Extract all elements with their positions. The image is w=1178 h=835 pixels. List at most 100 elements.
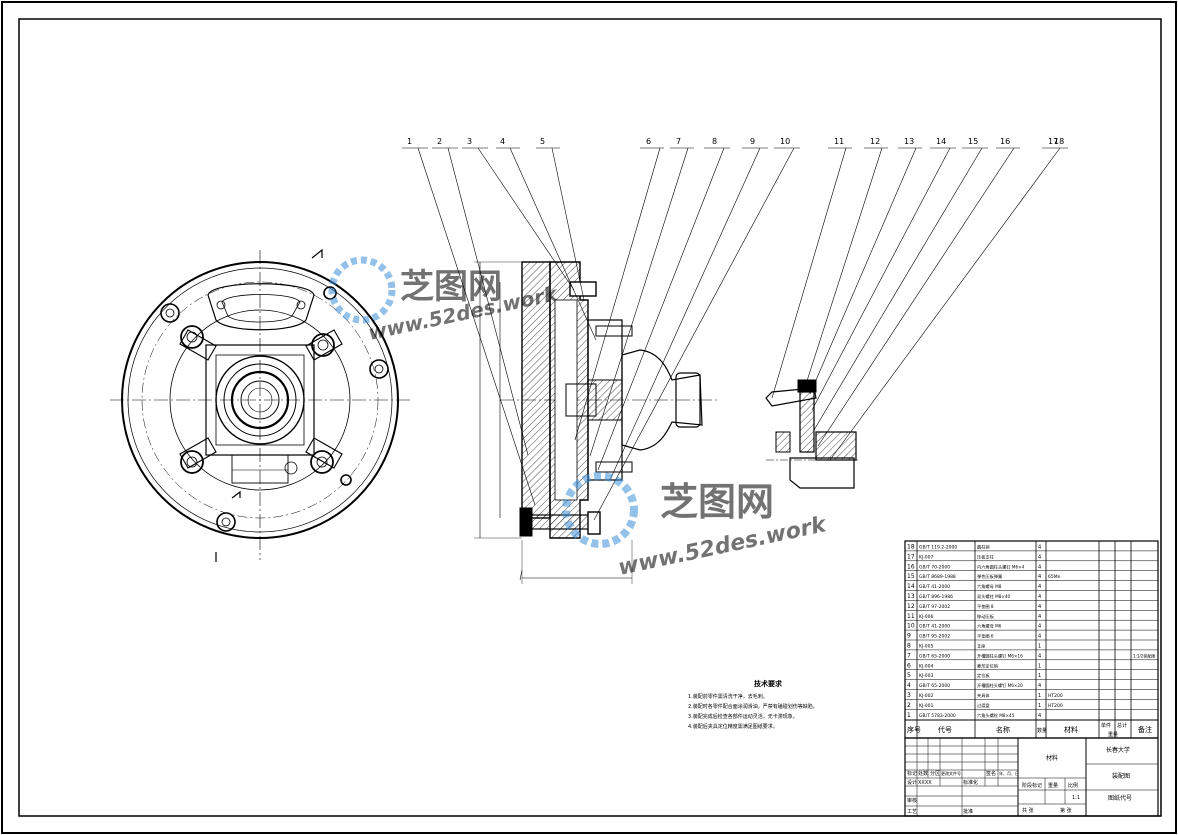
process-label: 工艺 — [907, 809, 917, 815]
bom-cell-name: 夹具体 — [977, 692, 990, 699]
title-block — [904, 737, 1159, 817]
rev-count: 处数 — [918, 770, 928, 777]
bom-cell-remark: 1:1/2装配图 — [1133, 652, 1155, 658]
bom-header-qty: 数量 — [1037, 727, 1047, 734]
balloon-15: 15 — [968, 137, 978, 146]
bom-cell-no: 4 — [907, 682, 911, 689]
drawing-name: 装配图 — [1112, 772, 1130, 780]
bom-cell-qty: 4 — [1038, 614, 1041, 620]
balloon-1: 1 — [407, 137, 412, 146]
balloon-9: 9 — [750, 137, 755, 146]
designer-label: 设计 — [907, 779, 917, 786]
bom-header-material: 材料 — [1064, 725, 1078, 734]
bom-cell-qty: 4 — [1038, 683, 1041, 689]
tech-req-item: 4.装配后夹具定位精度需满足图纸要求。 — [688, 724, 778, 730]
scale-value: 1:1 — [1072, 795, 1080, 801]
balloon-2: 2 — [437, 137, 442, 146]
bom-cell-no: 11 — [907, 613, 915, 620]
bom-cell-code: GB/T 8689-1988 — [919, 574, 956, 580]
watermark-brand-2: 芝图网 — [660, 480, 774, 524]
bom-cell-no: 12 — [907, 603, 915, 610]
balloon-13: 13 — [904, 137, 914, 146]
bom-cell-code: GB/T 65-2000 — [919, 653, 950, 659]
bom-header-total: 总计 — [1117, 722, 1127, 729]
sheets-total: 共 张 — [1022, 807, 1034, 814]
bom-cell-qty: 4 — [1038, 545, 1041, 551]
stage-mark: 阶段标记 — [1022, 782, 1042, 789]
sheet-number: 第 张 — [1060, 807, 1072, 814]
watermark-logo-icon-2 — [562, 472, 638, 548]
rev-date: 年、月、日 — [999, 770, 1019, 776]
bom-header-code: 代号 — [938, 725, 952, 734]
reviewer-label: 审核 — [907, 797, 917, 804]
balloon-10: 10 — [780, 137, 790, 146]
tech-req-item: 2.装配时各零件配合面涂润滑油，严禁有磕碰划伤等缺陷。 — [688, 704, 818, 710]
bom-cell-name: 压板支柱 — [977, 553, 995, 560]
bom-cell-no: 8 — [907, 643, 911, 650]
bom-cell-name: 菱形定位销 — [977, 662, 998, 669]
watermark-brand: 芝图网 — [400, 267, 502, 307]
bom-cell-name: 六角螺母 M8 — [977, 583, 1002, 590]
bom-cell-no: 16 — [907, 563, 915, 570]
balloon-labels: 1 2 3 4 5 6 7 8 9 10 11 12 13 14 15 16 1… — [407, 137, 1064, 146]
bom-cell-name: 过渡盘 — [977, 702, 990, 709]
balloon-7: 7 — [676, 137, 681, 146]
bom-cell-qty: 1 — [1038, 693, 1041, 699]
bom-header: 序号 代号 名称 数量 材料 单件 总计 重量 备注 — [907, 722, 1152, 738]
bom-cell-no: 15 — [907, 573, 915, 580]
bom-cell-code: GB/T 65-2000 — [919, 683, 950, 689]
bom-cell-material: HT200 — [1048, 703, 1063, 709]
rev-sign: 签名 — [986, 770, 996, 777]
bom-cell-code: GB/T 41-2000 — [919, 624, 950, 630]
bom-cell-qty: 4 — [1038, 564, 1041, 570]
rev-zone: 分区 — [930, 770, 940, 777]
bom-cell-name: 圆柱销 — [977, 544, 990, 551]
bom-header-weight: 重量 — [1108, 731, 1118, 738]
balloon-5: 5 — [540, 137, 545, 146]
bom-cell-code: KJ-004 — [919, 663, 933, 669]
bom-cell-qty: 4 — [1038, 574, 1041, 580]
weight-label: 重量 — [1048, 782, 1058, 789]
scale-label: 比例 — [1068, 782, 1078, 789]
bom-cell-material: 65Mn — [1048, 574, 1061, 580]
bom-cell-name: 平垫圈 8 — [977, 603, 994, 610]
technical-requirements-title: 技术要求 — [754, 680, 782, 688]
bom-cell-code: KJ-005 — [919, 644, 933, 650]
bom-cell-name: 六角螺母 M6 — [977, 623, 1002, 630]
balloon-17: 17 — [1048, 137, 1058, 146]
bom-cell-qty: 4 — [1038, 653, 1041, 659]
standardize-label: 标准化 — [963, 779, 978, 786]
bom-cell-no: 9 — [907, 633, 911, 640]
bom-cell-material: HT200 — [1048, 693, 1063, 699]
inner-border — [18, 18, 1162, 817]
bom-cell-name: 弹性压板弹簧 — [977, 573, 1002, 580]
bom-cell-code: GB/T 97-2002 — [919, 604, 950, 610]
clamp-detail-view — [765, 379, 860, 489]
bom-cell-qty: 1 — [1038, 663, 1041, 669]
balloon-8: 8 — [712, 137, 717, 146]
bom-cell-name: 移动压板 — [977, 613, 995, 620]
bom-cell-code: GB/T 119.2-2000 — [919, 545, 957, 551]
balloon-12: 12 — [870, 137, 880, 146]
technical-requirements: 技术要求 1.装配前零件需清洗干净，去毛刺。 2.装配时各零件配合面涂润滑油，严… — [688, 679, 888, 732]
bom-header-single: 单件 — [1101, 722, 1111, 729]
bom-cell-no: 5 — [907, 672, 911, 679]
bom-cell-code: KJ-001 — [919, 703, 933, 709]
tech-req-item: 3.装配完成后检查各部件运动灵活，无卡滞现象。 — [688, 714, 798, 720]
bom-cell-no: 7 — [907, 652, 911, 659]
bom-cell-qty: 4 — [1038, 554, 1041, 560]
bom-cell-code: KJ-002 — [919, 693, 933, 699]
bom-cell-qty: 1 — [1038, 644, 1041, 650]
bom-cell-no: 17 — [907, 553, 915, 560]
bom-cell-name: 六角头螺栓 M8×45 — [977, 712, 1015, 719]
bom-cell-no: 2 — [907, 702, 911, 709]
bom-cell-name: 内六角圆柱头螺钉 M6×4 — [977, 563, 1025, 570]
bom-cell-code: GB/T 70-2000 — [919, 564, 950, 570]
balloon-6: 6 — [646, 137, 651, 146]
bom-header-no: 序号 — [907, 725, 921, 734]
bom-cell-name: 支座 — [977, 643, 985, 650]
bom-cell-name: 开槽圆柱头螺钉 M6×20 — [977, 682, 1023, 689]
bom-cell-no: 10 — [907, 623, 915, 630]
